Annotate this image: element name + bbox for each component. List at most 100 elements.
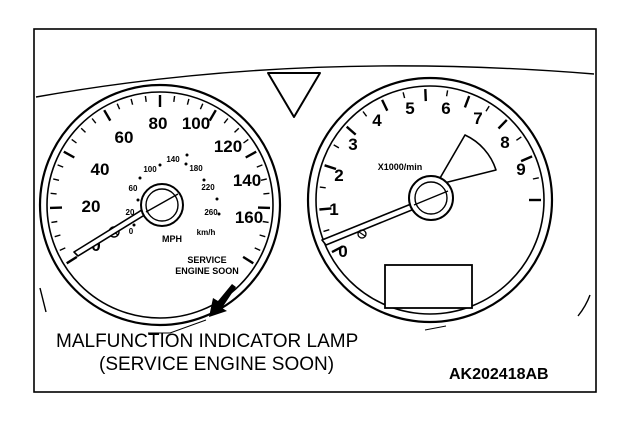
speedometer-tick <box>173 95 176 102</box>
rpm-label-0: 0 <box>338 242 347 261</box>
speedometer-tick <box>234 127 240 133</box>
tachometer-rim-inner <box>315 85 545 315</box>
speedometer-hub <box>140 183 184 227</box>
speedometer-tick <box>53 178 60 181</box>
dimmer-knob-icon <box>357 229 367 239</box>
speedometer-tick <box>223 118 229 124</box>
speedometer-ticks <box>49 95 271 265</box>
unit-mph: MPH <box>162 234 182 244</box>
tachometer-tick <box>532 177 539 180</box>
figure-code: AK202418AB <box>449 366 549 383</box>
mph-label-140: 140 <box>233 171 261 190</box>
speedometer-tick <box>130 98 134 105</box>
speedometer-gauge: 0 20 40 60 80 100 120 140 160 0 20 60 10… <box>38 83 282 327</box>
mph-label-40: 40 <box>91 160 110 179</box>
speedometer-tick <box>242 255 254 265</box>
speedometer-tick <box>71 138 77 144</box>
kmh-label-220: 220 <box>201 183 215 192</box>
speedometer-tick <box>80 127 86 133</box>
rpm-label-3: 3 <box>348 135 357 154</box>
callout-line2: (SERVICE ENGINE SOON) <box>99 354 334 375</box>
mph-label-160: 160 <box>235 208 263 227</box>
rpm-label-2: 2 <box>334 166 343 185</box>
kmh-label-140: 140 <box>166 155 180 164</box>
odometer-display <box>384 264 473 309</box>
speedometer-tick <box>63 150 75 159</box>
speedometer-tick <box>57 164 64 168</box>
dash-outline-top <box>35 65 595 98</box>
mph-label-80: 80 <box>149 114 168 133</box>
tachometer-rim-outer <box>306 76 554 324</box>
kmh-label-20: 20 <box>126 208 135 217</box>
speedometer-tick <box>116 103 121 110</box>
leader-tick <box>424 325 447 331</box>
speedometer-rim-inner <box>46 91 274 319</box>
rpm-label-7: 7 <box>473 109 482 128</box>
tachometer-tick <box>319 186 326 189</box>
tachometer-tick <box>497 119 508 130</box>
tachometer-ticks <box>319 89 541 254</box>
redline-zone <box>435 134 497 186</box>
mph-label-120: 120 <box>214 137 242 156</box>
rpm-label-8: 8 <box>500 133 509 152</box>
speedometer-tick <box>254 247 261 252</box>
hazard-triangle-icon <box>267 72 321 118</box>
speedometer-tick <box>260 178 267 181</box>
tachometer-tick <box>485 105 490 112</box>
speedometer-tick <box>50 192 57 195</box>
rpm-label-4: 4 <box>372 111 382 130</box>
tachometer-tick <box>445 90 449 97</box>
speedometer-rim-outer <box>38 83 282 327</box>
speedometer-tick <box>59 247 66 252</box>
rpm-label-6: 6 <box>441 99 450 118</box>
tachometer-tick <box>516 136 522 141</box>
tachometer-tick <box>402 92 406 99</box>
kmh-label-180: 180 <box>189 164 203 173</box>
unit-rpm: X1000/min <box>378 162 423 172</box>
rpm-label-9: 9 <box>516 160 525 179</box>
speedometer-tick <box>243 138 249 144</box>
speedometer-tick <box>259 234 266 238</box>
kmh-label-0: 0 <box>129 227 134 236</box>
mph-label-60: 60 <box>115 128 134 147</box>
leader-line <box>148 319 207 334</box>
kmh-label-60: 60 <box>129 184 138 193</box>
mph-label-20: 20 <box>82 197 101 216</box>
speedometer-tick <box>263 192 270 195</box>
tachometer-tick <box>362 111 368 117</box>
tachometer-tick <box>324 164 337 171</box>
tachometer-tick <box>331 245 344 254</box>
tachometer-gauge: 0 1 2 3 4 5 6 7 8 9 X1000/min <box>306 76 554 324</box>
rpm-label-1: 1 <box>329 200 338 219</box>
tachometer-tick <box>333 144 340 149</box>
speedometer-tick <box>199 103 204 110</box>
kmh-label-260: 260 <box>204 208 218 217</box>
tachometer-tick <box>323 229 330 233</box>
kmh-dots <box>132 153 221 227</box>
speedometer-tick <box>144 95 147 102</box>
speedometer-tick <box>186 98 190 105</box>
speedometer-tick <box>103 109 112 122</box>
kmh-label-100: 100 <box>143 165 157 174</box>
tachometer-tick <box>319 207 332 211</box>
unit-kmh: km/h <box>197 228 216 237</box>
mph-label-100: 100 <box>182 114 210 133</box>
speedometer-tick <box>208 109 217 122</box>
tachometer-tick <box>463 95 471 108</box>
speedometer-tick <box>66 255 78 265</box>
speedometer-tick <box>262 220 269 224</box>
rpm-label-5: 5 <box>405 99 414 118</box>
speedometer-tick <box>245 150 257 159</box>
tachometer-tick <box>345 125 357 136</box>
speedometer-tick <box>256 164 263 168</box>
dash-outline-right <box>577 294 591 317</box>
tachometer-tick <box>424 89 427 102</box>
tachometer-tick <box>520 155 533 163</box>
warning-text-line1: SERVICE <box>187 255 226 265</box>
tachometer-tick <box>381 99 389 112</box>
figure-frame <box>33 28 597 393</box>
dash-outline-left <box>39 287 47 313</box>
warning-text-line2: ENGINE SOON <box>175 266 239 276</box>
pointer-arrow-icon <box>209 284 236 317</box>
